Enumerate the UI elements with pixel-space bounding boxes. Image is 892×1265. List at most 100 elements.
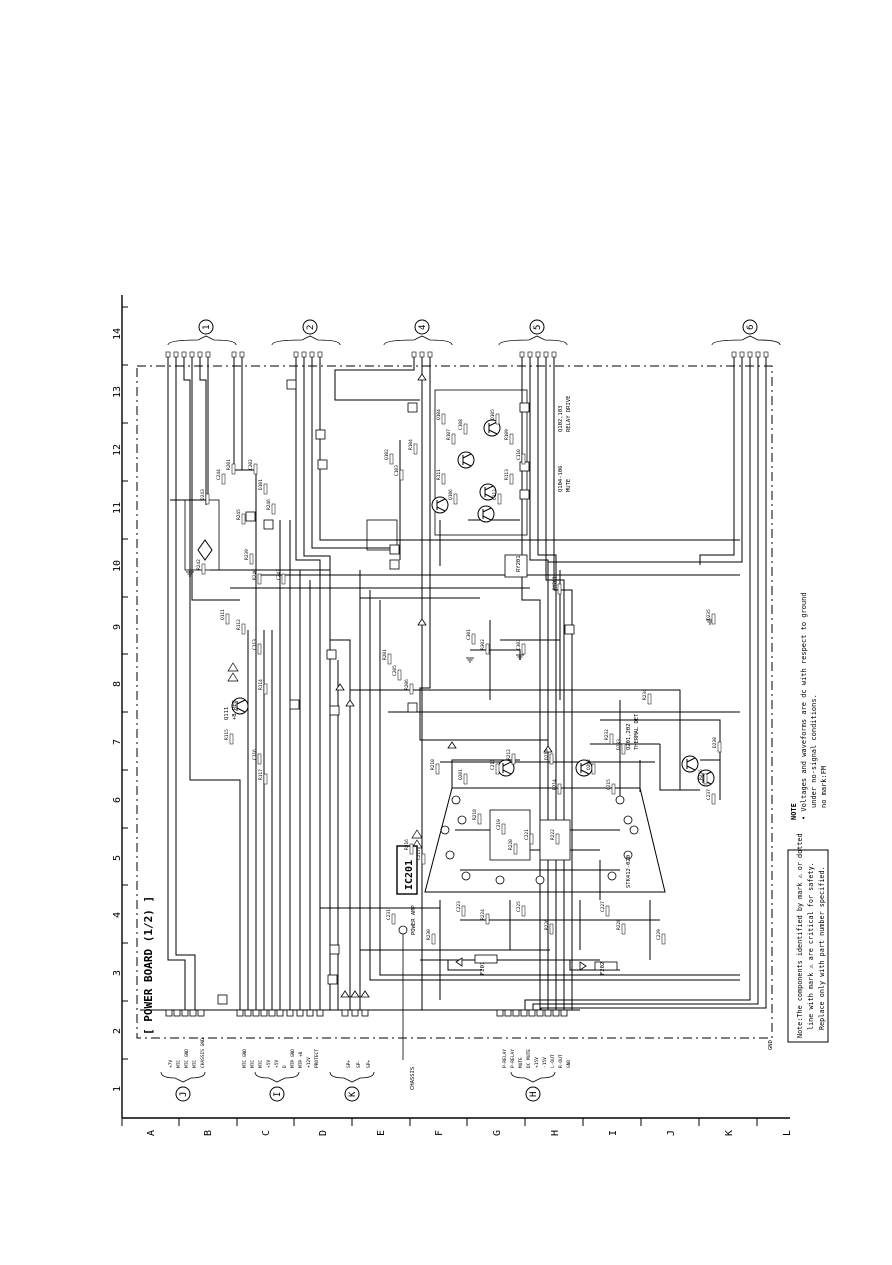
- pin-label: R107: [446, 429, 452, 440]
- pin-label: +15V: [534, 1057, 540, 1068]
- pin-label: C215: [606, 779, 612, 790]
- transistor-symbol: [477, 505, 495, 523]
- pin-label: C221: [524, 829, 530, 840]
- row-label: H: [550, 1130, 561, 1136]
- pin-label: R228: [616, 919, 622, 930]
- pin-label: SP-: [356, 1060, 362, 1068]
- note-text: NOTE • Voltages and waveforms are dc wit…: [790, 592, 828, 820]
- label-q-switch: Q102,103: [558, 406, 564, 433]
- pin-label: R226: [544, 919, 550, 930]
- connector-marker: [198, 319, 214, 335]
- pin-label: R218: [472, 809, 478, 820]
- pin-label: C303: [516, 639, 522, 650]
- pin-label: +7V: [168, 1060, 174, 1068]
- transistor-symbol: [479, 483, 497, 501]
- row-ticks: [121, 1118, 758, 1126]
- pin-label: C217: [416, 849, 422, 860]
- pin-label: MTC: [250, 1060, 256, 1068]
- pin-label: D243: [200, 489, 206, 500]
- pin-label: GND: [566, 1060, 572, 1068]
- connector-label: 2: [306, 325, 316, 330]
- pin-label: C202: [248, 459, 254, 470]
- column-label: 2: [112, 1028, 123, 1034]
- pin-label: P-RELAY: [510, 1049, 516, 1068]
- pin-label: R242: [196, 559, 202, 570]
- pin-label: D: [282, 1065, 288, 1068]
- pin-label: R111: [436, 469, 442, 480]
- components: [184, 373, 714, 1060]
- pin-label: Q104: [436, 409, 442, 420]
- connector-label: H: [529, 1092, 539, 1097]
- pin-label: DC MUTE: [526, 1049, 532, 1068]
- label-q-switch-desc: RELAY DRIVE: [566, 396, 572, 432]
- pin-label: P-RELAY: [502, 1049, 508, 1068]
- pin-label: R114: [258, 679, 264, 690]
- pin-label: Q105: [490, 409, 496, 420]
- pin-label: R212: [506, 749, 512, 760]
- row-label: G: [492, 1130, 503, 1136]
- safety-note-box: Note:The components identified by mark ⚠…: [787, 833, 829, 1043]
- column-label: 10: [112, 560, 123, 572]
- column-label: 13: [112, 386, 123, 398]
- pin-label: MUTE: [518, 1057, 524, 1068]
- pin-label: R230: [426, 929, 432, 940]
- pin-label: MTC: [258, 1060, 264, 1068]
- pin-label: MTC: [192, 1060, 198, 1068]
- connector-marker: [175, 1086, 191, 1102]
- ic201-block: IC201: [396, 787, 666, 895]
- column-ticks: [122, 306, 128, 1119]
- pin-label: MTC: [176, 1060, 182, 1068]
- note-line-3: no mark:FM: [820, 766, 828, 808]
- pin-label: R236: [698, 769, 704, 780]
- column-label: 5: [112, 855, 123, 861]
- note-line-2: under no-signal conditions.: [810, 694, 818, 808]
- label-fuse-2: F202: [600, 962, 606, 975]
- label-q-thermal-desc: THERMAL DET.: [634, 710, 640, 750]
- pin-label: Q235: [706, 609, 712, 620]
- row-label: L: [782, 1130, 793, 1136]
- pin-label: R302: [480, 639, 486, 650]
- pin-label: R222: [550, 829, 556, 840]
- pin-label: R115: [224, 729, 230, 740]
- ic201-label: IC201: [404, 860, 415, 890]
- pin-label: MTC GND: [242, 1049, 248, 1068]
- row-label: C: [261, 1130, 272, 1136]
- pin-label: C231: [386, 909, 392, 920]
- connector-marker: [344, 1086, 360, 1102]
- pin-label: R113: [504, 469, 510, 480]
- pin-label: R232: [604, 729, 610, 740]
- pin-label: C237: [706, 789, 712, 800]
- transistor-symbol: [457, 451, 475, 469]
- grid-frame: [121, 295, 790, 1119]
- pin-label: R214: [552, 779, 558, 790]
- pin-label: R245: [236, 509, 242, 520]
- label-ic-desc-2: STK412-020: [626, 855, 632, 888]
- column-label: 12: [112, 444, 123, 456]
- label-ic-desc-3: POWER AMP: [411, 905, 417, 935]
- column-label: 7: [112, 739, 123, 745]
- connector-label: 4: [418, 325, 428, 330]
- pin-label: C112: [492, 489, 498, 500]
- pin-label: C116: [252, 749, 258, 760]
- label-relay: RY201: [516, 555, 522, 572]
- pin-label: MTP +B: [298, 1051, 304, 1068]
- pin-label: C227: [600, 901, 606, 912]
- label-ground: GND: [768, 1040, 774, 1050]
- pin-label: Q111: [220, 609, 226, 620]
- pin-label: R234: [642, 689, 648, 700]
- note-box-line-1: Note:The components identified by mark ⚠…: [796, 833, 804, 1038]
- pin-label: MTP GND: [290, 1049, 296, 1068]
- pin-label: D213: [544, 749, 550, 760]
- column-label: 4: [112, 912, 123, 918]
- connector-label: I: [273, 1092, 283, 1097]
- pin-label: R112: [236, 619, 242, 630]
- row-label: J: [666, 1130, 677, 1136]
- connector-marker: [414, 319, 430, 335]
- pin-label: Q102: [384, 449, 390, 460]
- pin-label: R210: [430, 759, 436, 770]
- pin-label: D238: [712, 737, 718, 748]
- connector-marker: [529, 319, 545, 335]
- pin-label: C110: [516, 449, 522, 460]
